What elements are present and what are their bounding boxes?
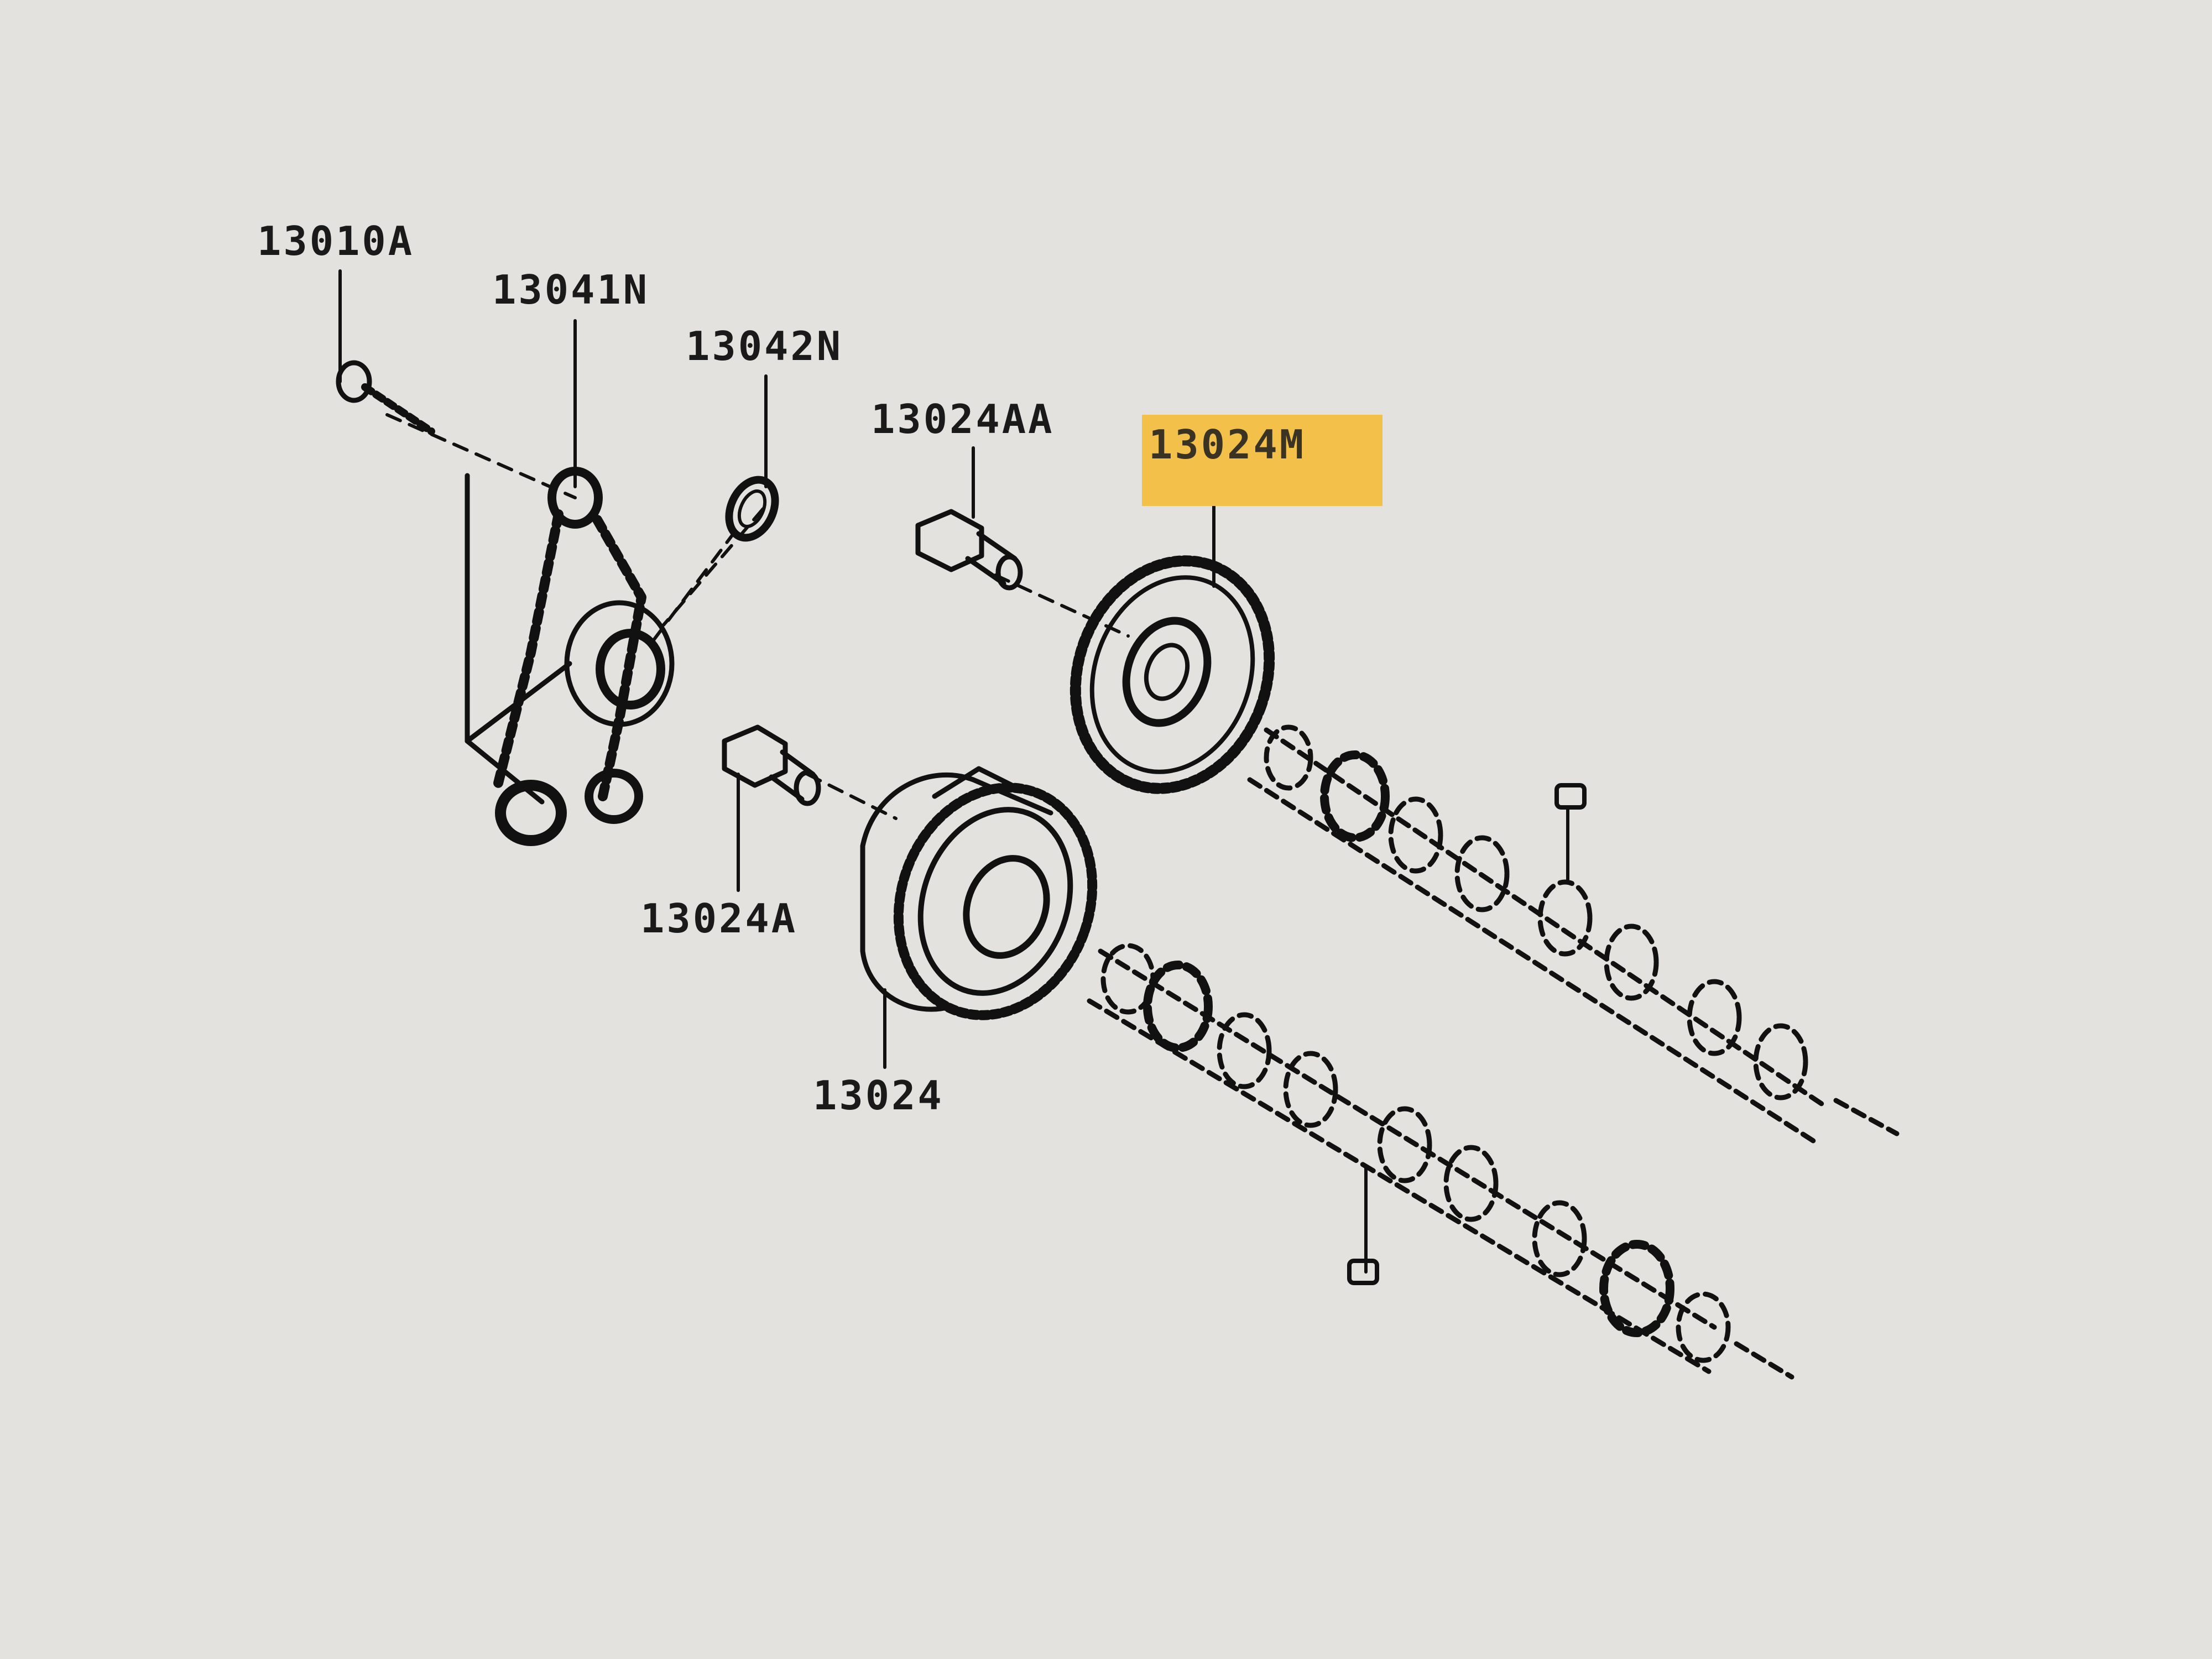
vtc-sprocket-13024 (860, 766, 1098, 1020)
bolt-13024AA (915, 509, 1023, 591)
highlighted-part-marker: 13024M (1142, 415, 1383, 506)
bolt-13024A (722, 724, 821, 806)
o-ring-13042N (725, 476, 779, 542)
part-label-13041N[interactable]: 13041N (492, 267, 650, 313)
alignment-lines (385, 413, 1130, 820)
part-label-13042N[interactable]: 13042N (686, 323, 843, 369)
part-label-13024A[interactable]: 13024A (640, 895, 798, 942)
cam-position-marker-upper (1554, 783, 1587, 810)
camshaft-upper (1247, 724, 1900, 1147)
part-label-13024M[interactable]: 13024M (1149, 421, 1306, 468)
sprocket-13024M (1070, 555, 1275, 794)
part-label-13010A[interactable]: 13010A (257, 218, 415, 264)
camshaft-lower (1087, 943, 1794, 1380)
part-label-13024[interactable]: 13024 (813, 1072, 944, 1119)
cam-position-marker-lower (1347, 1259, 1379, 1285)
part-label-13024AA[interactable]: 13024AA (871, 396, 1055, 442)
timing-chain-assembly (336, 360, 675, 846)
